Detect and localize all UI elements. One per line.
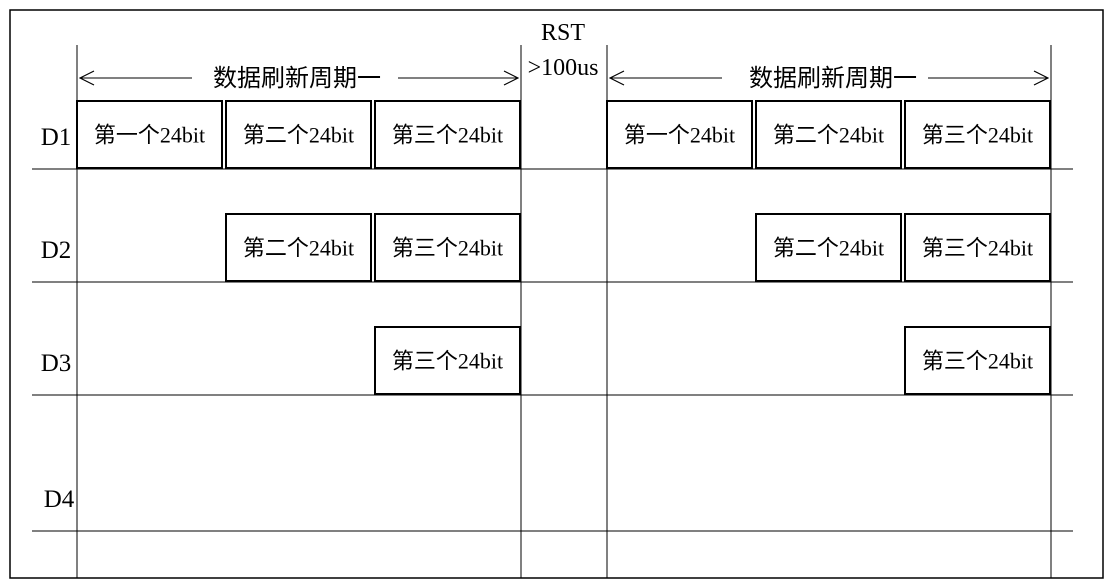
channel-label-d3: D3 [41,350,72,377]
data-block-label: 第三个24bit [922,236,1033,261]
data-block-box [904,326,1051,395]
channel-label-d2: D2 [41,237,72,264]
data-block: 第二个24bit [225,100,372,169]
data-block-label: 第三个24bit [922,349,1033,374]
rst-duration: >100us [528,55,599,81]
period-1-title: 数据刷新周期一 [213,65,381,92]
outer-frame [9,9,1104,579]
data-block: 第三个24bit [904,100,1051,169]
data-block: 第一个24bit [606,100,753,169]
data-block-label: 第三个24bit [392,349,503,374]
data-block: 第三个24bit [904,213,1051,282]
data-block-box [374,213,521,282]
data-block-box [755,100,902,169]
period-2-title: 数据刷新周期一 [749,65,917,92]
data-block-box [904,213,1051,282]
data-block: 第一个24bit [76,100,223,169]
data-block: 第二个24bit [755,100,902,169]
data-block-label: 第一个24bit [624,123,735,148]
data-block-label: 第三个24bit [922,123,1033,148]
data-block-box [606,100,753,169]
data-block: 第三个24bit [374,100,521,169]
data-block: 第三个24bit [374,326,521,395]
data-block-box [76,100,223,169]
data-block-box [904,100,1051,169]
data-block-label: 第三个24bit [392,236,503,261]
data-block: 第二个24bit [225,213,372,282]
data-block: 第三个24bit [374,213,521,282]
channel-label-d4: D4 [44,486,75,513]
data-block-label: 第二个24bit [243,236,354,261]
data-block-box [225,100,372,169]
data-block-label: 第二个24bit [243,123,354,148]
data-block-label: 第二个24bit [773,123,884,148]
data-block-box [225,213,372,282]
data-block-box [755,213,902,282]
data-block: 第二个24bit [755,213,902,282]
data-block-label: 第三个24bit [392,123,503,148]
data-block-label: 第二个24bit [773,236,884,261]
data-block-box [374,100,521,169]
data-block-label: 第一个24bit [94,123,205,148]
rst-label: RST [541,20,585,46]
channel-label-d1: D1 [41,124,72,151]
data-block: 第三个24bit [904,326,1051,395]
data-block-box [374,326,521,395]
data-blocks: 第一个24bit 第二个24bit 第三个24bit 第一个24bit 第二个24bit… [76,100,1051,395]
